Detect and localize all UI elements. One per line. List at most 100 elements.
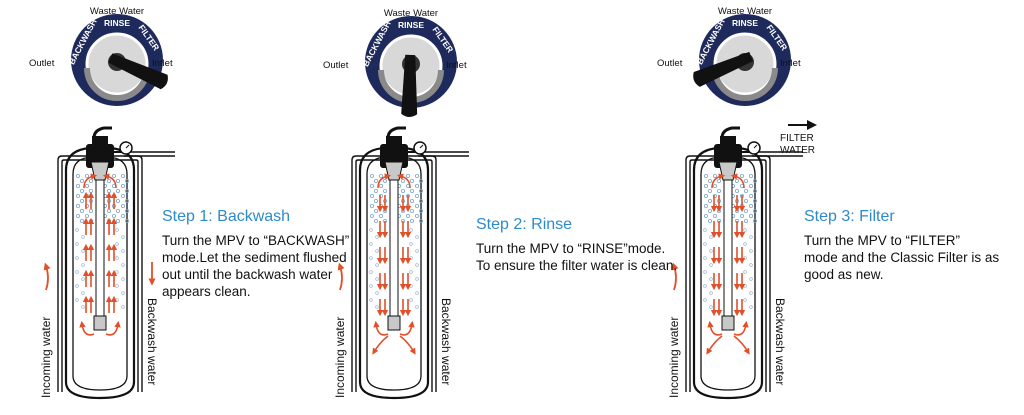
media-bubble — [415, 249, 419, 253]
step-3-text: Step 3: Filter Turn the MPV to “FILTER” … — [804, 208, 1014, 283]
media-bubble — [753, 198, 758, 203]
media-bubble — [369, 284, 373, 288]
media-bubble — [704, 203, 709, 208]
media-bubble — [709, 249, 713, 253]
handle-lever — [693, 51, 753, 87]
media-bubble — [80, 208, 85, 213]
media-bubble — [369, 228, 373, 232]
valve-rinse-label: RINSE — [104, 18, 130, 28]
inlet-label: Intlet — [446, 60, 467, 71]
media-bubble — [76, 203, 81, 208]
flow-arrow — [377, 173, 392, 189]
media-bubble — [704, 213, 709, 218]
step-2-description: Turn the MPV to “RINSE”mode. To ensure t… — [476, 240, 706, 274]
media-bubble — [409, 198, 414, 203]
step-2-title: Step 2: Rinse — [476, 216, 573, 233]
tank-valve-lever — [386, 126, 406, 139]
gauge-needle — [419, 144, 424, 149]
step-2-text: Step 2: Rinse Turn the MPV to “RINSE”mod… — [476, 216, 706, 274]
media-bubble — [378, 183, 383, 188]
filter-water-label: WATER — [780, 145, 815, 156]
gauge-needle — [125, 144, 130, 149]
incoming-flow-arrow — [671, 262, 679, 291]
valve-rinse-label: RINSE — [398, 20, 424, 30]
media-bubble — [740, 173, 745, 178]
media-bubble — [369, 173, 374, 178]
media-bubble — [373, 218, 378, 223]
media-bubble — [89, 208, 94, 213]
media-bubble — [116, 198, 121, 203]
flow-arrow — [79, 320, 95, 336]
media-bubble — [418, 208, 423, 213]
flow-arrows — [372, 173, 416, 355]
media-bubble — [704, 183, 709, 188]
media-bubble — [76, 173, 81, 178]
media-bubble — [81, 277, 85, 281]
media-bubble — [375, 277, 379, 281]
incoming-pipe-inner — [689, 159, 716, 392]
media-bubble — [414, 213, 419, 218]
media-bubble — [121, 193, 126, 198]
media-bubble — [753, 208, 758, 213]
media-bubble — [81, 235, 85, 239]
step-3-line: good as new. — [804, 267, 884, 282]
media-bubble — [414, 193, 419, 198]
media-bubble — [121, 305, 125, 309]
media-bubble — [418, 218, 423, 223]
media-bubble — [735, 188, 740, 193]
step-2-line: To ensure the filter water is clean. — [476, 258, 678, 273]
media-bubble — [418, 188, 423, 193]
media-bubble — [418, 198, 423, 203]
incoming-pipe-inner — [355, 159, 382, 392]
media-bubble — [753, 178, 758, 183]
media-bubble — [76, 183, 81, 188]
flow-arrow — [83, 173, 98, 189]
media-bubble — [743, 270, 747, 274]
flow-arrows — [79, 173, 121, 336]
media-bubble — [125, 218, 130, 223]
backwash-water-label: Backwash water — [145, 298, 159, 385]
backwash-water-label: Backwash water — [773, 298, 787, 385]
flow-arrow — [372, 335, 389, 355]
media-bubble — [703, 284, 707, 288]
filter-media — [75, 173, 130, 309]
media-bubble — [409, 228, 413, 232]
media-bubble — [749, 277, 753, 281]
media-bubble — [369, 203, 374, 208]
media-bubble — [75, 284, 79, 288]
media-bubble — [115, 284, 119, 288]
media-bubble — [373, 188, 378, 193]
backwash-pipe-inner — [406, 159, 433, 392]
media-bubble — [116, 178, 121, 183]
media-bubble — [85, 183, 90, 188]
waste-water-label: Waste Water — [384, 8, 438, 19]
filter-water-label: FILTER — [780, 133, 814, 144]
media-bubble — [744, 188, 749, 193]
flow-arrow — [707, 320, 723, 336]
step-1-line: Turn the MPV to “BACKWASH” — [162, 233, 350, 248]
incoming-pipe — [57, 155, 88, 392]
media-bubble — [708, 218, 713, 223]
media-bubble — [749, 213, 754, 218]
flow-arrows — [706, 173, 750, 355]
media-bubble — [75, 228, 79, 232]
backwash-water-label: Backwash water — [439, 298, 453, 385]
flow-arrow — [711, 173, 726, 189]
media-bubble — [121, 277, 125, 281]
media-bubble — [112, 213, 117, 218]
media-bubble — [369, 183, 374, 188]
media-bubble — [418, 178, 423, 183]
media-bubble — [703, 298, 707, 302]
media-bubble — [373, 178, 378, 183]
step-3-line: mode and the Classic Filter is as — [804, 250, 1000, 265]
media-bubble — [81, 305, 85, 309]
distributor-tube — [723, 167, 733, 317]
media-bubble — [382, 188, 387, 193]
tank-valve-lever — [92, 126, 112, 139]
media-bubble — [121, 203, 126, 208]
